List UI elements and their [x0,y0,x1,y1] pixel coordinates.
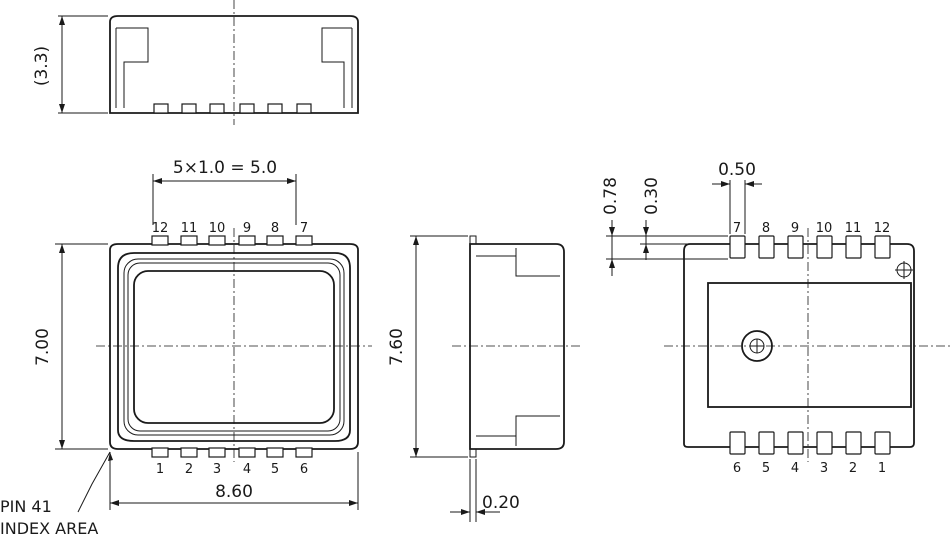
rear-pin-label-4: 4 [791,461,799,476]
rear-pin-label-8: 8 [762,221,770,236]
side-view-top: (3.3) [32,0,359,125]
pin-index-line1: PIN 41 [0,497,52,516]
pin-label-3: 3 [213,462,221,477]
dim-offset-a: 0.78 [601,177,621,215]
pin-label-9: 9 [243,221,251,236]
rear-pin-label-2: 2 [849,461,857,476]
pin-label-2: 2 [185,462,193,477]
dim-side-pin: 0.20 [482,493,520,513]
front-view: 12 11 10 9 8 7 1 2 3 4 5 6 5×1.0 = 5.0 7… [0,158,372,538]
rear-view-top-pads [729,235,891,259]
rear-pin-label-5: 5 [762,461,770,476]
pin-label-10: 10 [209,221,226,236]
pin-label-11: 11 [181,221,198,236]
rear-pin-label-11: 11 [845,221,862,236]
dim-offset-b: 0.30 [642,177,662,215]
rear-pin-label-10: 10 [816,221,833,236]
dim-height-ref: (3.3) [32,46,52,86]
side-view-leads [153,103,312,114]
pin-label-4: 4 [243,462,251,477]
rear-pin-label-1: 1 [878,461,886,476]
pin-label-8: 8 [271,221,279,236]
front-view-top-pads [151,235,313,246]
rear-view-bottom-pads [729,431,891,455]
rear-view: 7 8 9 10 11 12 6 5 4 3 2 1 0.50 0.78 0.3… [601,160,950,476]
rear-pin-label-12: 12 [874,221,891,236]
pin-label-1: 1 [156,462,164,477]
dim-pad-width: 0.50 [718,160,756,180]
pin-label-7: 7 [300,221,308,236]
dim-pitch: 5×1.0 = 5.0 [173,158,277,178]
front-view-bottom-pads [151,447,313,458]
rear-pin-label-6: 6 [733,461,741,476]
pin-label-12: 12 [152,221,169,236]
pin-index-line2: INDEX AREA [0,519,98,538]
dim-side-height: 7.60 [387,328,407,366]
dim-body-height: 7.00 [33,328,53,366]
pin-label-5: 5 [271,462,279,477]
pin-label-6: 6 [300,462,308,477]
rear-pin-label-7: 7 [733,221,741,236]
dim-body-width: 8.60 [215,482,253,502]
rear-pin-label-9: 9 [791,221,799,236]
side-view-right: 7.60 0.20 [387,235,580,522]
rear-pin-label-3: 3 [820,461,828,476]
